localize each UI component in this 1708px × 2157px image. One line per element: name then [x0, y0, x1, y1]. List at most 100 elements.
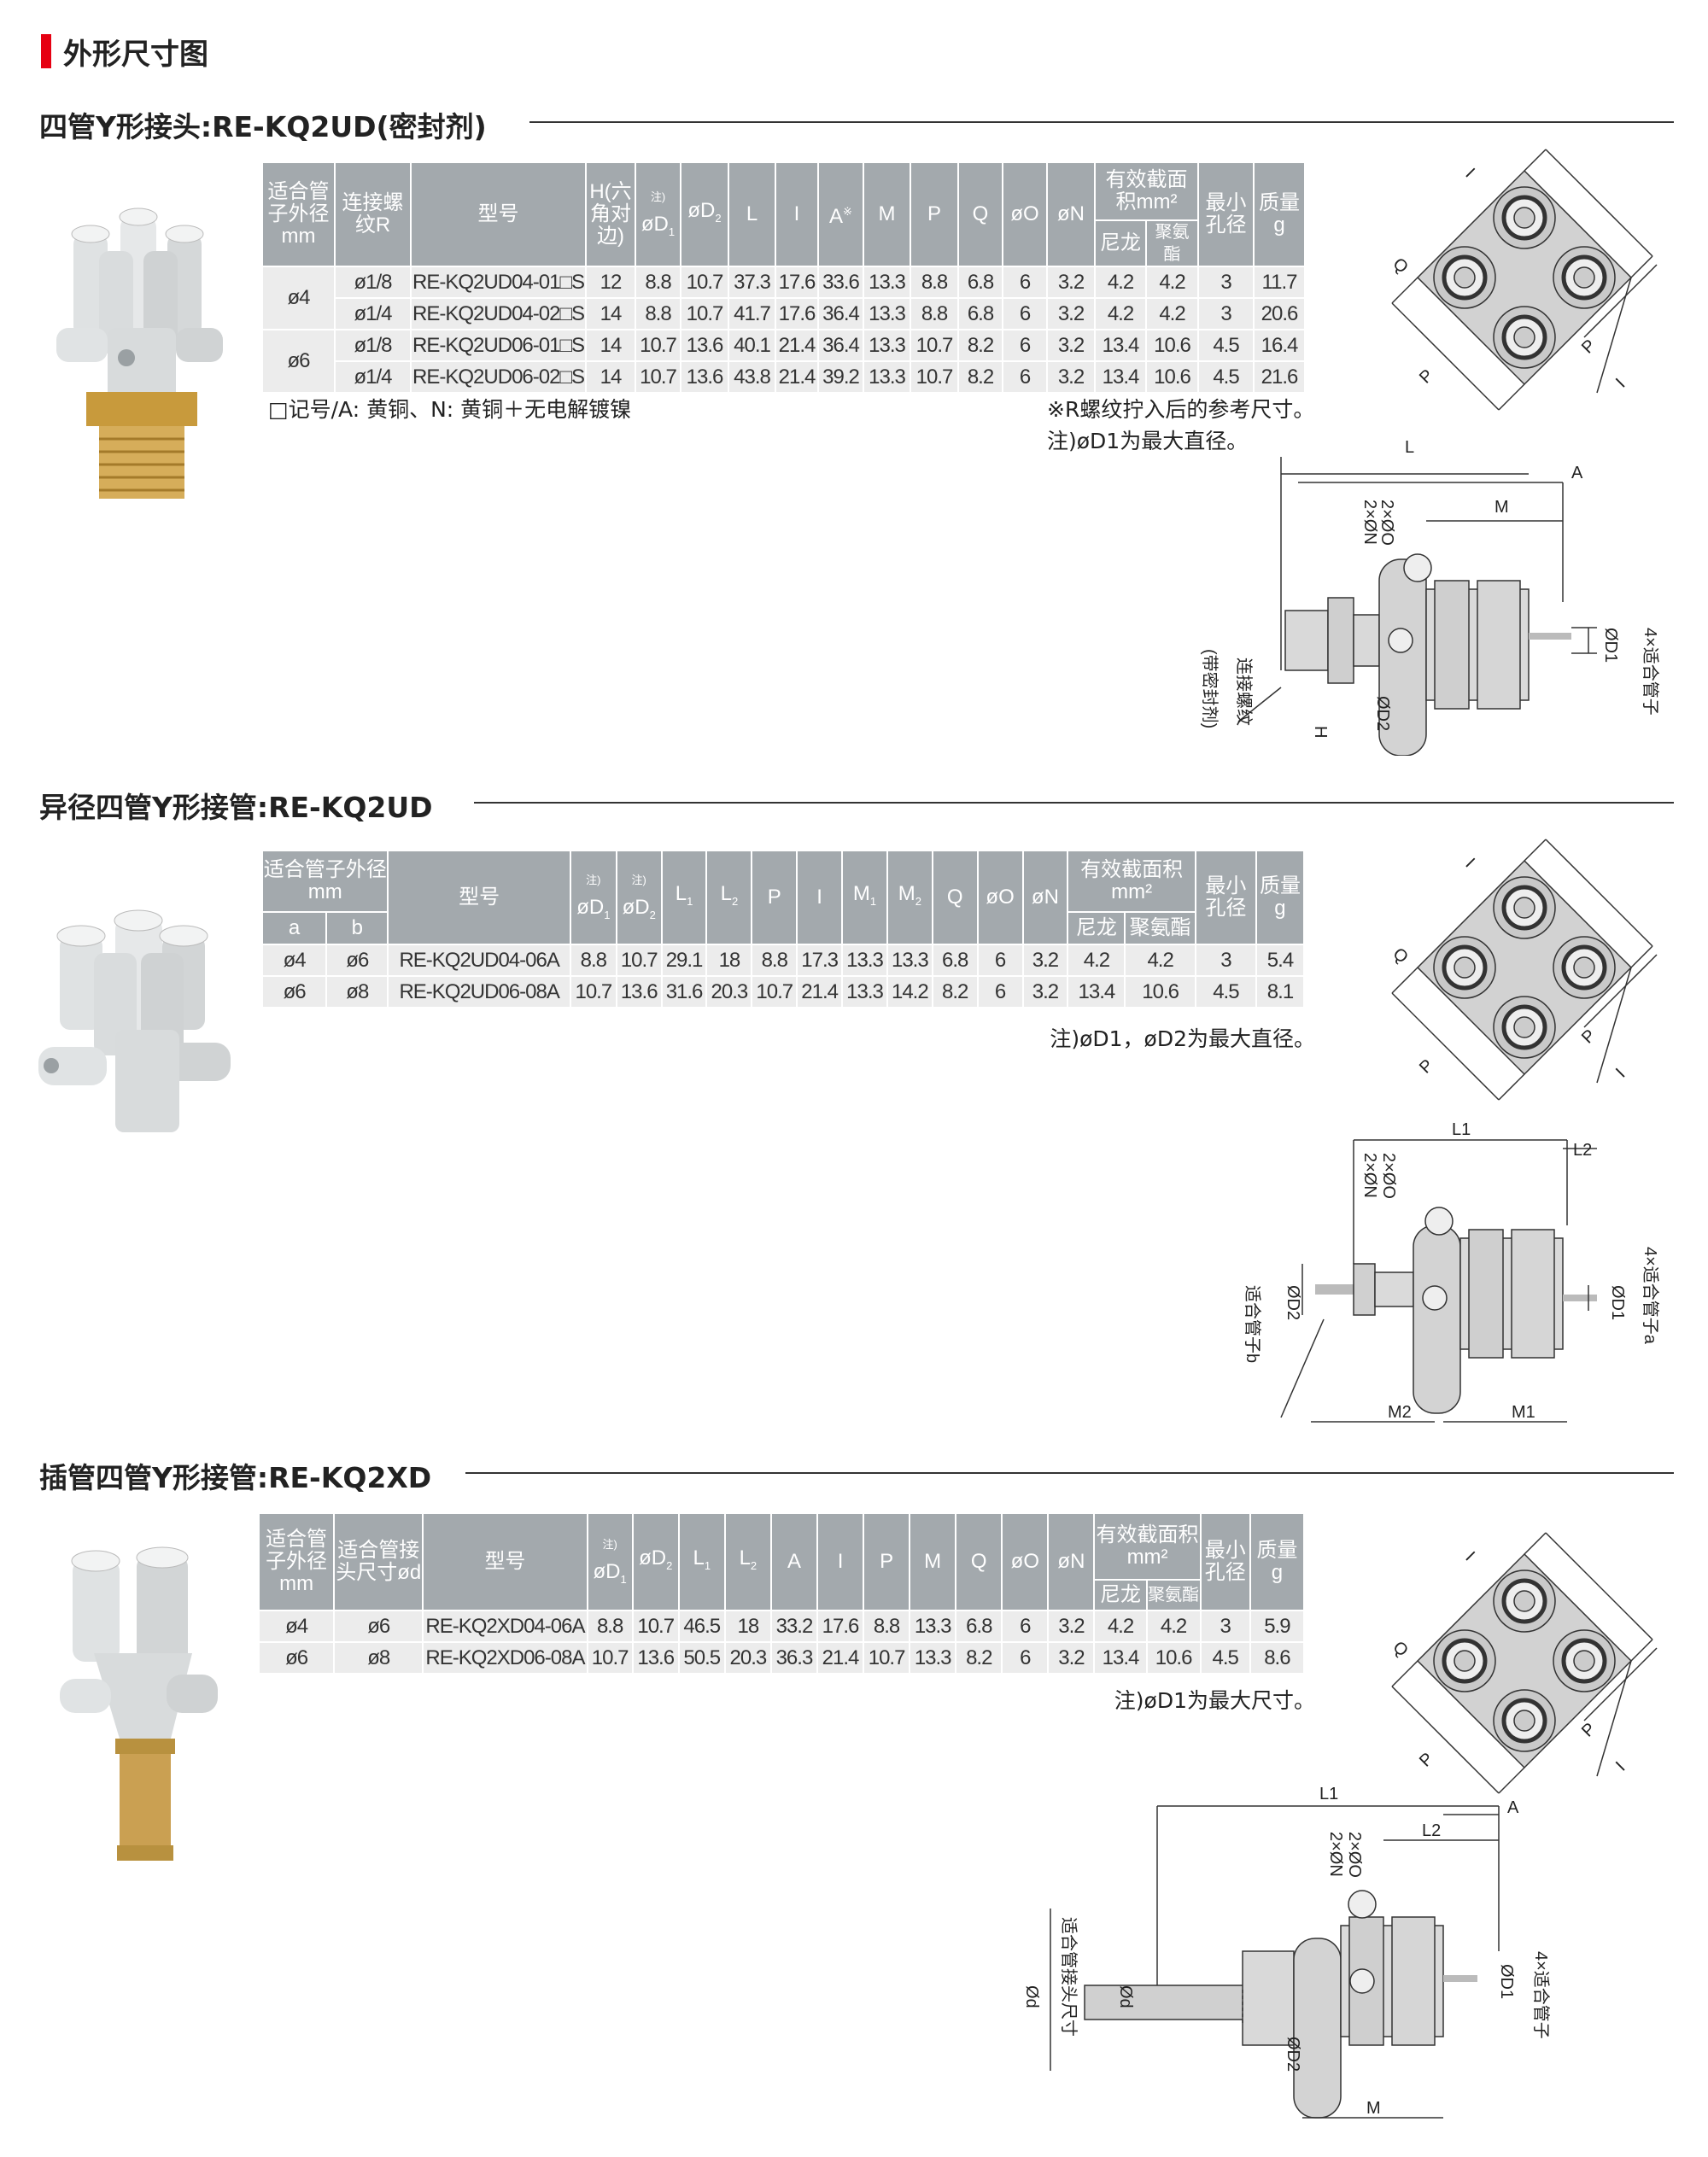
table-cell: 13.6 [631, 1641, 680, 1675]
header-mass: 质量g [1255, 850, 1306, 945]
table-cell: ø6 [261, 329, 336, 394]
table-cell: 20.3 [723, 1641, 772, 1675]
header-d2-label: øD [622, 895, 650, 919]
header-n: øN [1046, 161, 1096, 267]
table-cell: 6 [976, 975, 1024, 1008]
header-d1: 注)øD1 [569, 850, 617, 945]
dim-n: 2×ØN [1360, 1153, 1379, 1198]
table-cell: 6 [1001, 1641, 1050, 1675]
header-d2-label: øD [687, 198, 716, 222]
dim-o: 2×ØO [1345, 1832, 1364, 1878]
dim-i: I [1461, 1548, 1477, 1564]
header-pu: 聚氨酯 [1144, 219, 1200, 267]
dim-i: I [1612, 1758, 1629, 1774]
table-cell: 6 [1002, 297, 1048, 330]
thread-reference-note: ※R螺纹拧入后的参考尺寸。 [1047, 397, 1315, 422]
header-m2: M2 [886, 850, 933, 945]
table-cell: 43.8 [728, 360, 776, 394]
table-cell: 3.2 [1046, 360, 1096, 394]
dim-tube: 4×适合管子 [1641, 628, 1660, 716]
section-heading-kq2ud-sealant: 四管Y形接头:RE-KQ2UD(密封剂) [39, 104, 499, 145]
table-cell: 17.6 [775, 266, 819, 299]
header-l1: L1 [677, 1512, 726, 1611]
table-cell: 6 [976, 944, 1024, 977]
dim-a: A [1507, 1798, 1519, 1817]
table-cell: 6 [1002, 360, 1048, 394]
plug-size-label: 适合管接头尺寸 [1059, 1917, 1079, 2037]
table-cell: 3.2 [1047, 1610, 1096, 1643]
dim-h: H [1311, 726, 1330, 738]
table-cell: 8.2 [955, 1641, 1003, 1675]
dim-m2: M2 [1388, 1403, 1412, 1422]
header-nylon: 尼龙 [1067, 911, 1126, 945]
table-cell: ø1/8 [334, 329, 412, 362]
header-m: M [863, 161, 911, 267]
table-cell: 8.8 [751, 944, 798, 977]
table-cell: ø6 [260, 975, 328, 1008]
table-cell: 8.8 [910, 266, 959, 299]
header-d1-label: øD [593, 1559, 621, 1583]
note-mark: 注) [650, 190, 666, 203]
header-tube-od: 适合管子外径mm [261, 161, 336, 267]
header-o: øO [1002, 161, 1048, 267]
header-p: P [863, 1512, 911, 1611]
table-cell: 4.2 [1145, 1610, 1202, 1643]
header-l2-label: L [720, 881, 732, 905]
table-cell: ø4 [261, 266, 336, 330]
spec-table-kq2ud-sealant: 适合管子外径mm 连接螺纹R 型号 H(六角对边) 注)øD1 øD2 L I … [261, 161, 1307, 394]
dim-d1: ØD1 [1608, 1285, 1627, 1320]
dim-m: M [1366, 2099, 1381, 2118]
dim-o: 2×ØO [1378, 500, 1396, 546]
header-nylon: 尼龙 [1093, 1579, 1148, 1611]
header-l1-label: L [675, 881, 687, 905]
table-cell: ø8 [325, 975, 389, 1008]
title-accent-bar [41, 34, 51, 68]
header-plug-size: 适合管接头尺寸ød [333, 1512, 424, 1611]
table-cell: ø1/4 [334, 297, 412, 330]
dim-p: P [1416, 1056, 1437, 1078]
table-cell: 4.2 [1093, 1610, 1148, 1643]
header-tube-od: 适合管子外径mm [260, 850, 389, 913]
dim-o: 2×ØO [1379, 1153, 1398, 1199]
header-l1-label: L [693, 1546, 705, 1570]
table-cell: 10.7 [631, 1610, 680, 1643]
table-cell: 10.6 [1144, 360, 1200, 394]
header-d2: øD2 [631, 1512, 680, 1611]
table-cell: 17.3 [796, 944, 844, 977]
table-cell: ø1/4 [334, 360, 412, 394]
table-cell: 13.3 [841, 944, 888, 977]
table-cell: ø4 [260, 944, 328, 977]
dim-l1: L1 [1452, 1123, 1471, 1139]
dim-q: Q [1389, 254, 1412, 278]
page-title: 外形尺寸图 [63, 38, 208, 72]
table-cell: 4.5 [1199, 1641, 1251, 1675]
table-cell: 20.6 [1253, 297, 1307, 330]
dim-d: Ød [1116, 1985, 1135, 2008]
table-cell: 41.7 [728, 297, 776, 330]
table-cell: 11.7 [1253, 266, 1307, 299]
table-cell: 3 [1197, 297, 1255, 330]
header-area: 有效截面积mm² [1093, 161, 1200, 221]
header-a: A [769, 1512, 818, 1611]
table-cell: 3 [1197, 266, 1255, 299]
dim-n: 2×ØN [1326, 1832, 1345, 1877]
table-cell: 13.6 [680, 329, 729, 362]
table-cell: 13.3 [863, 266, 911, 299]
table-cell: 8.2 [957, 360, 1003, 394]
section-heading-kq2xd: 插管四管Y形接管:RE-KQ2XD [39, 1455, 444, 1496]
table-cell: 6.8 [957, 266, 1003, 299]
table-cell: 36.4 [817, 297, 864, 330]
table-cell: 4.5 [1197, 360, 1255, 394]
table-cell: 21.4 [816, 1641, 865, 1675]
table-cell: 3.2 [1046, 329, 1096, 362]
dim-d2: ØD2 [1373, 696, 1392, 731]
table-cell: 33.2 [769, 1610, 818, 1643]
table-cell: 4.5 [1197, 329, 1255, 362]
header-l2: L2 [705, 850, 753, 945]
table-cell: 46.5 [677, 1610, 726, 1643]
table-cell: 13.3 [886, 944, 933, 977]
note-mark: 注) [586, 873, 601, 886]
header-d1-label: øD [576, 895, 605, 919]
dim-d2: ØD2 [1284, 1285, 1302, 1320]
table-cell: 4.2 [1094, 297, 1147, 330]
